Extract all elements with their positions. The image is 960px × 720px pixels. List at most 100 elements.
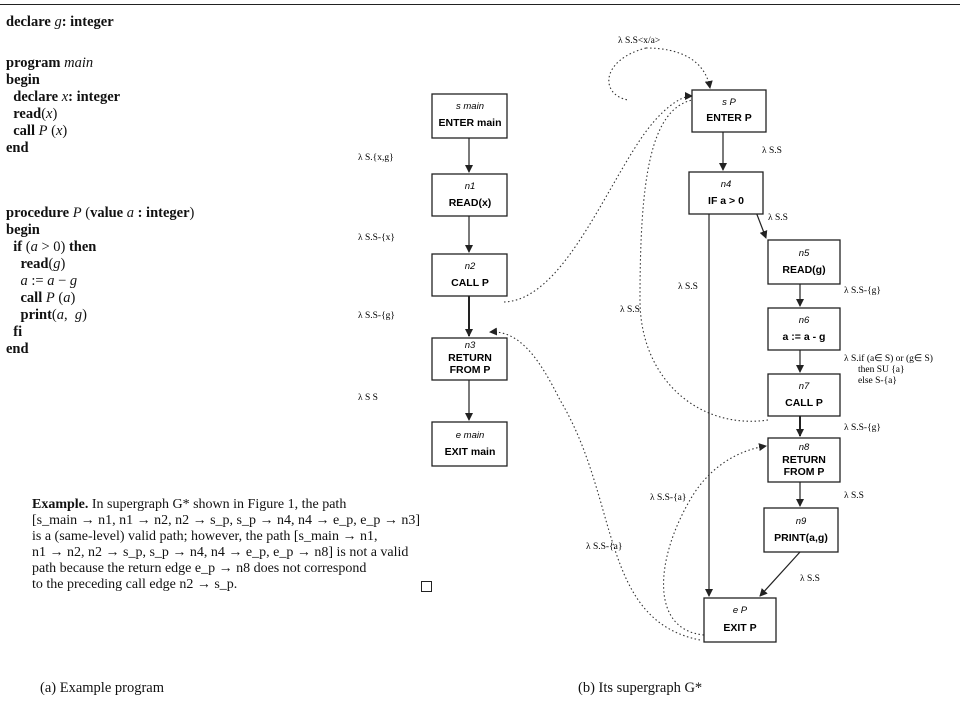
program-token: end (6, 140, 29, 156)
node-s-main (431, 93, 508, 139)
n1-label: READ(x) (449, 197, 492, 209)
return-edge-n3 (489, 327, 701, 641)
n1-top: n1 (465, 181, 476, 192)
program-token: end (6, 341, 29, 357)
call-edge-n7-sp (639, 99, 769, 422)
program-token: P (72, 205, 82, 221)
n9-label: PRINT(a,g) (774, 532, 828, 544)
emain-top: e main (456, 430, 485, 441)
program-token: > 0) (37, 239, 69, 255)
edge-n4-n5 (755, 211, 768, 239)
program-line: print(a, g) (6, 307, 336, 324)
node-n8 (767, 437, 841, 483)
program-token: g (53, 256, 61, 272)
return-edge-n8 (663, 443, 767, 636)
example-line-5: path because the return edge e_p → n8 do… (32, 561, 367, 576)
program-token: print (20, 307, 52, 323)
call-edge-n2-sp (503, 92, 693, 303)
lambda-n8-n9: λ S.S (844, 491, 864, 501)
lambda-return-n3: λ S.S-{a} (586, 542, 622, 552)
n6-label: a := a - g (783, 331, 826, 343)
program-token: ( (81, 205, 91, 221)
program-line: call P (a) (6, 290, 336, 307)
program-token: ( (25, 239, 31, 255)
sp-top: s P (722, 97, 736, 108)
lambda-n4-n5: λ S.S (768, 213, 788, 223)
example-line-3: is a (same-level) valid path; however, t… (32, 529, 378, 544)
ep-top: e P (733, 605, 748, 616)
program-token: a (20, 273, 28, 289)
program-token: , (64, 307, 75, 323)
program-token: x (61, 89, 69, 105)
node-n5 (767, 239, 841, 285)
program-token: if (13, 239, 26, 255)
program-token: : integer (61, 14, 114, 30)
example-line-6: to the preceding call edge n2 → s_p. (32, 577, 238, 592)
node-s-p (691, 89, 767, 133)
caption-a: (a) Example program (40, 680, 165, 696)
program-token: call (20, 290, 46, 306)
program-token: ( (51, 307, 57, 323)
call-edge-top (608, 47, 647, 101)
node-n2 (431, 253, 508, 297)
example-line-2: [s_main → n1, n1 → n2, n2 → s_p, s_p → n… (32, 513, 421, 528)
lambda-call-top: λ S.S<x/a> (618, 36, 660, 46)
node-n7 (767, 373, 841, 417)
n8-label2: FROM P (784, 466, 825, 478)
program-token: ) (82, 307, 87, 323)
example-lead: Example. (32, 497, 89, 512)
program-token: x (55, 123, 63, 139)
n4-label: IF a > 0 (708, 195, 744, 207)
n8-top: n8 (799, 442, 810, 453)
lambda-n9-ep: λ S.S (800, 574, 820, 584)
example-paragraph: Example. In supergraph G* shown in Figur… (32, 497, 432, 593)
program-token: a (30, 239, 38, 255)
program-token: P (45, 290, 55, 306)
program-line: begin (6, 72, 336, 89)
program-token: ( (47, 123, 56, 139)
n2-top: n2 (465, 261, 476, 272)
program-line: begin (6, 222, 336, 239)
n5-top: n5 (799, 248, 810, 259)
program-line: end (6, 140, 336, 157)
n5-label: READ(g) (782, 264, 825, 276)
node-n6 (767, 307, 841, 351)
n4-top: n4 (721, 179, 732, 190)
program-line: call P (x) (6, 123, 336, 140)
program-token: ( (41, 106, 47, 122)
program-token: ( (54, 290, 64, 306)
program-line: fi (6, 324, 336, 341)
node-n9 (763, 507, 839, 553)
n8-label: RETURN (782, 454, 826, 466)
lambda-left-dotted: λ S.S (620, 305, 640, 315)
caption-b: (b) Its supergraph G* (578, 680, 703, 696)
program-line: procedure P (value a : integer) (6, 205, 336, 222)
edge-n9-ep (759, 551, 801, 597)
program-token: P (38, 123, 48, 139)
program-line: program main (6, 55, 336, 72)
program-token: : integer (133, 205, 190, 221)
program-token: : integer (68, 89, 121, 105)
n2-label: CALL P (451, 277, 489, 289)
lambda-n3-emain: λ S S (358, 393, 378, 403)
program-token: declare (13, 89, 62, 105)
node-n4 (688, 171, 764, 215)
program-line: end (6, 341, 336, 358)
program-token: ( (48, 256, 54, 272)
node-n3 (431, 337, 508, 381)
program-token: g (54, 14, 62, 30)
program-token: ) (60, 256, 66, 272)
program-line: declare x: integer (6, 89, 336, 106)
top-rule (0, 4, 960, 5)
sp-label: ENTER P (706, 112, 752, 124)
program-token: fi (13, 324, 23, 340)
n7-label: CALL P (785, 397, 823, 409)
program-token: := (27, 273, 48, 289)
program-token: ) (189, 205, 195, 221)
smain-top: s main (456, 101, 484, 112)
lambda-n5-n6: λ S.S-{g} (844, 286, 881, 296)
program-token: x (46, 106, 53, 122)
n3-label2: FROM P (450, 364, 491, 376)
program-token: declare (6, 14, 55, 30)
